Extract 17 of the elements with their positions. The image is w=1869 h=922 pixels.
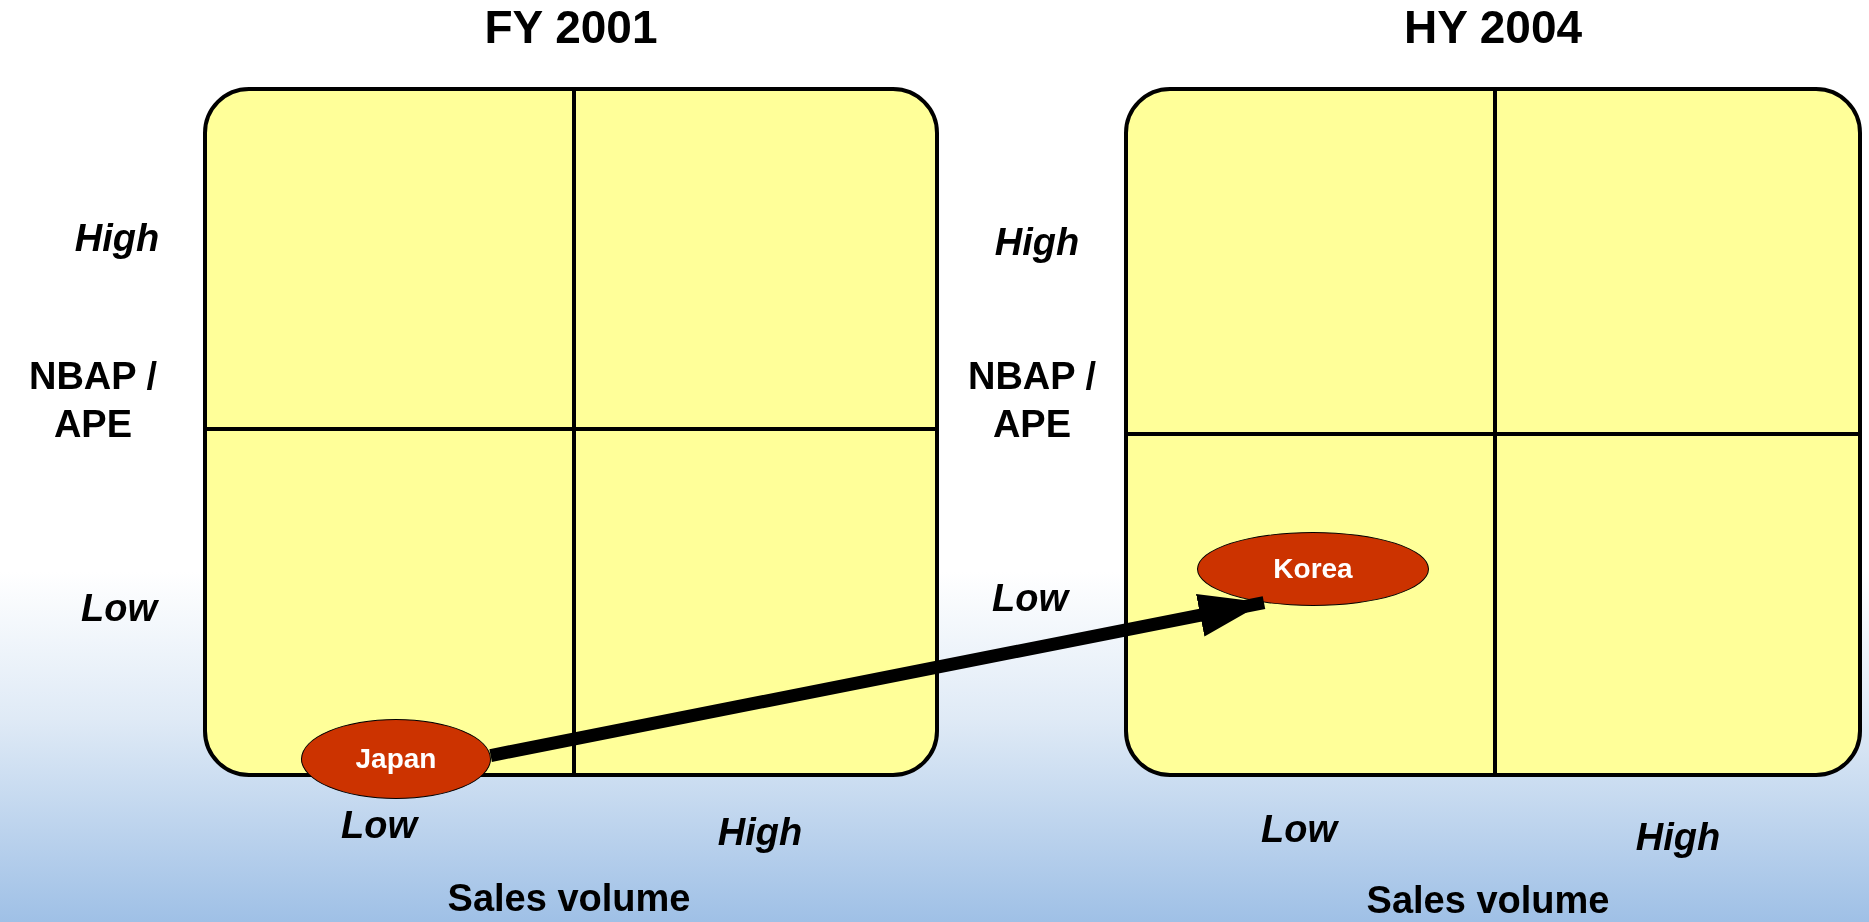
matrix-title: FY 2001 [483, 0, 659, 54]
axis-level: High [994, 220, 1080, 264]
axis-title: NBAP / APE [966, 354, 1098, 447]
axis-title: NBAP / APE [27, 354, 159, 447]
matrix-title: HY 2004 [1402, 0, 1584, 54]
country-oval: Japan [301, 719, 491, 799]
axis-level: Low [81, 586, 157, 630]
axis-level: High [717, 810, 803, 854]
axis-level: High [1635, 815, 1721, 859]
axis-level: Low [992, 576, 1068, 620]
axis-title: Sales volume [1366, 878, 1610, 922]
country-oval: Korea [1197, 532, 1429, 606]
axis-level: Low [341, 803, 417, 847]
arrow [489, 593, 1266, 762]
axis-level: High [74, 216, 160, 260]
axis-level: Low [1261, 807, 1337, 851]
axis-title: Sales volume [447, 876, 691, 920]
